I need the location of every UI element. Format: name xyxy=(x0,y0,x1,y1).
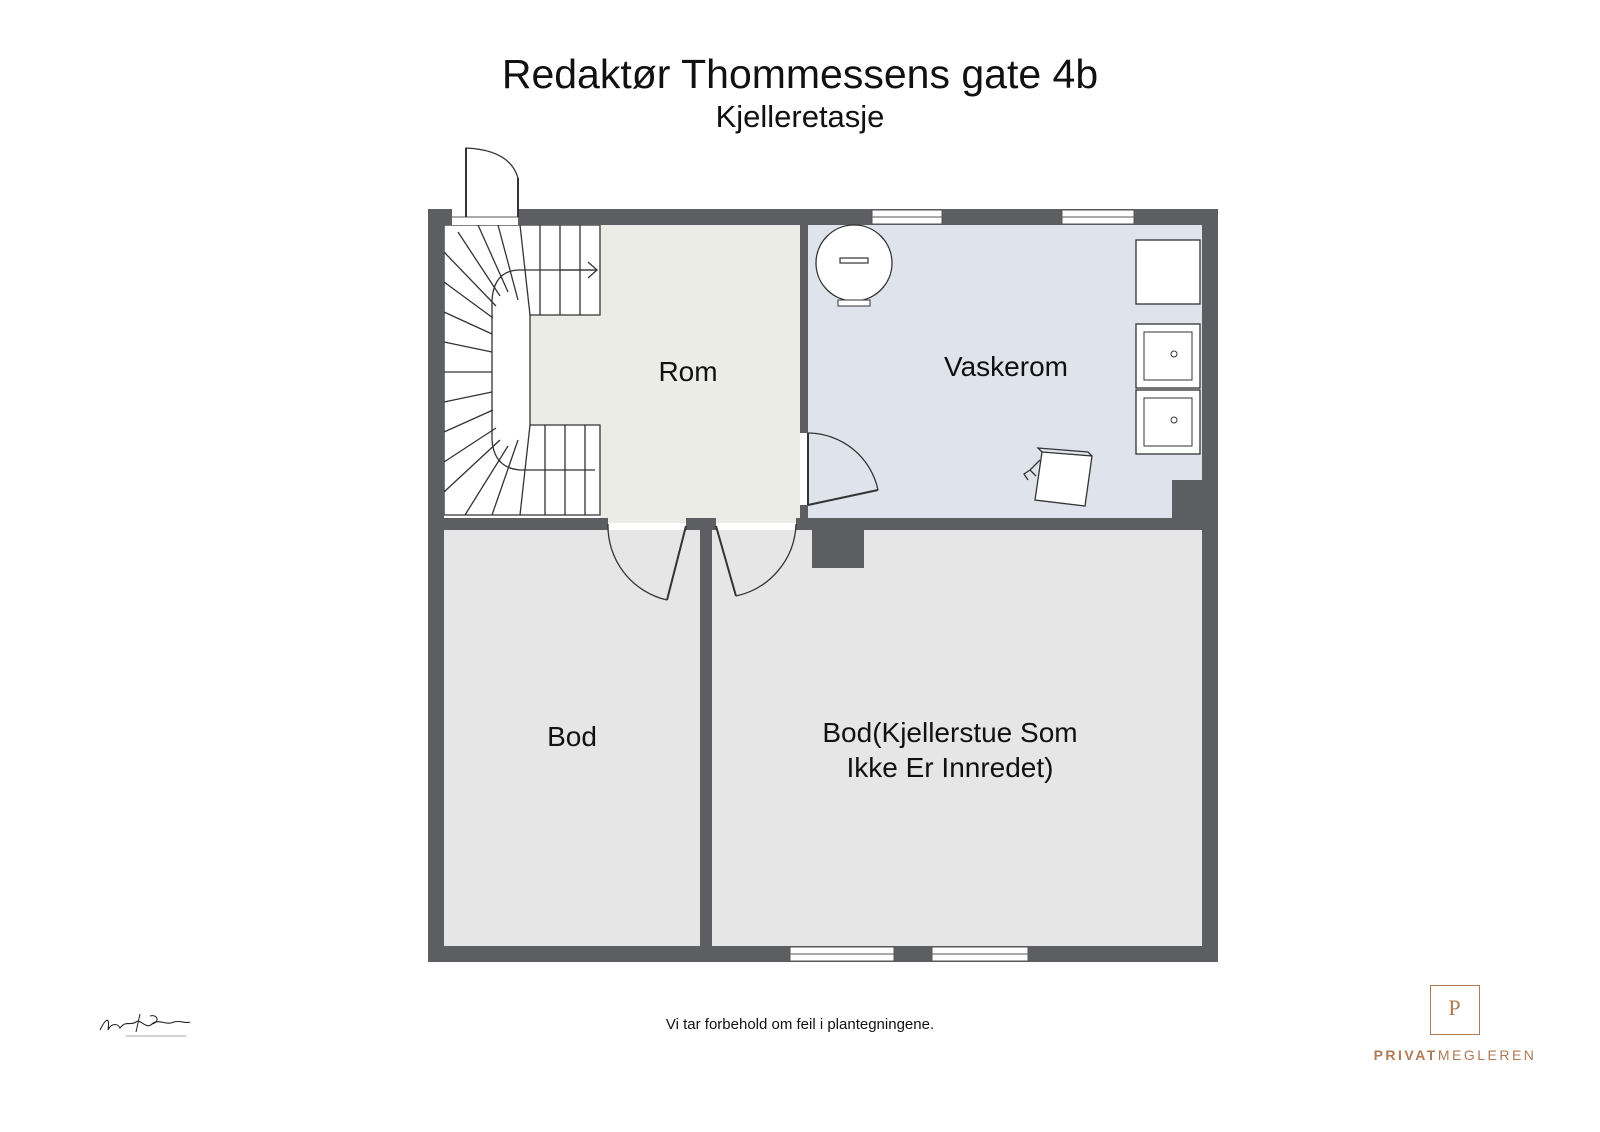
brand-name-rest: MEGLEREN xyxy=(1437,1047,1537,1063)
brand-name: PRIVATMEGLEREN xyxy=(1360,1047,1550,1063)
room-label-bod: Bod xyxy=(547,721,597,752)
door-bod xyxy=(607,523,687,601)
floor-bod-kjellerstue xyxy=(712,530,1202,946)
staircase xyxy=(443,224,601,516)
door-bod-kjellerstue xyxy=(715,523,797,597)
brand-letter: P xyxy=(1448,995,1461,1020)
brand-mark-box: P xyxy=(1430,985,1480,1035)
brand-name-bold: PRIVAT xyxy=(1373,1047,1438,1063)
room-label-rom: Rom xyxy=(658,356,717,387)
privatmegleren-logo: P PRIVATMEGLEREN xyxy=(1360,985,1540,1070)
door-vaskerom xyxy=(807,432,879,506)
windows xyxy=(789,209,1135,962)
photographer-signature-logo xyxy=(99,1013,191,1037)
plan-title: Redaktør Thommessens gate 4b xyxy=(501,51,1099,97)
walls xyxy=(428,209,1218,962)
utility-sink-icon xyxy=(1023,447,1093,507)
appliances xyxy=(1135,239,1201,455)
plan-subtitle: Kjelleretasje xyxy=(715,99,885,134)
stair-arrow-icon xyxy=(560,261,598,279)
entrance-door xyxy=(452,147,519,225)
room-label-bod-kjellerstue-2: Ikke Er Innredet) xyxy=(847,752,1054,783)
dryer-icon xyxy=(1135,389,1201,455)
stair-area-bottom xyxy=(444,425,600,523)
disclaimer-text: Vi tar forbehold om feil i plantegningen… xyxy=(665,1016,935,1033)
room-label-bod-kjellerstue-1: Bod(Kjellerstue Som xyxy=(822,717,1077,748)
washer-icon xyxy=(1135,323,1201,389)
floor-bod xyxy=(444,530,700,946)
water-heater-icon xyxy=(815,224,893,307)
cabinet-icon xyxy=(1135,239,1201,305)
room-label-vaskerom: Vaskerom xyxy=(944,351,1068,382)
